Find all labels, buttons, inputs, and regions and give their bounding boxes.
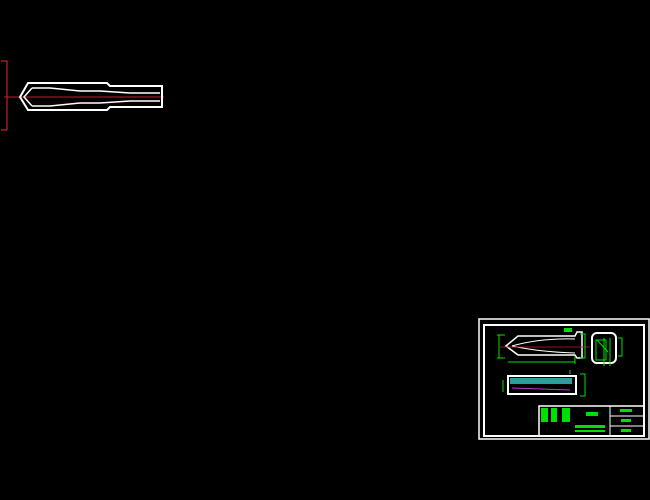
sheet-part-view-1-inner — [511, 338, 576, 354]
sheet-section-view — [507, 375, 577, 395]
main-part-view — [1, 60, 164, 131]
bracket-dimension — [1, 60, 8, 131]
sheet-section-hatch — [510, 378, 572, 384]
sheet-outer-border — [478, 318, 650, 440]
sheet-dimensions-2 — [502, 370, 586, 397]
sheet-section-line — [511, 387, 571, 391]
sheet-dim-label — [564, 328, 572, 332]
part-outer-outline — [18, 82, 163, 111]
sheet-part-view-1 — [504, 331, 583, 359]
sheet-end-view-dims — [595, 337, 623, 366]
sheet-dimensions-1 — [497, 328, 586, 364]
part-inner-outline — [22, 87, 160, 107]
sheet-title-block — [538, 405, 645, 437]
drawing-sheet-preview[interactable] — [478, 318, 650, 440]
